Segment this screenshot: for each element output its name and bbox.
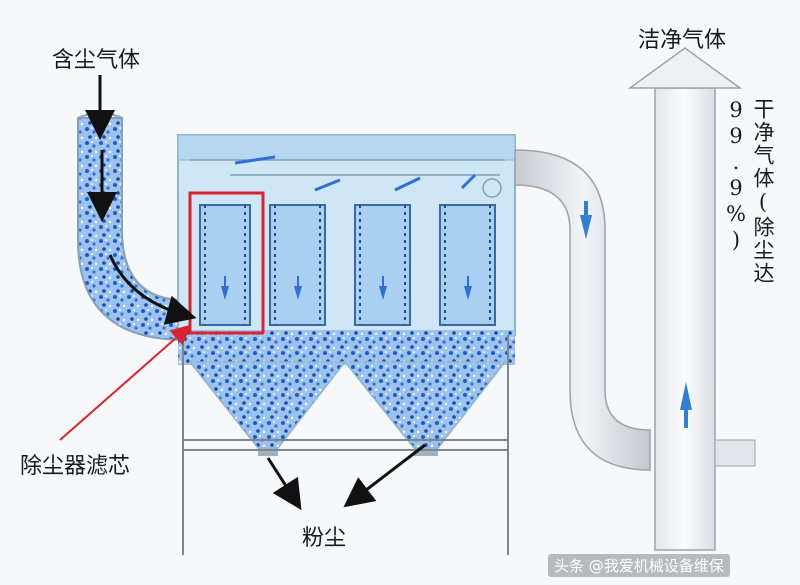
watermark: 头条 @我爱机械设备维保 bbox=[548, 554, 730, 577]
flow-arrows bbox=[85, 75, 426, 511]
filter-cartridge-label: 除尘器滤芯 bbox=[20, 454, 131, 479]
dusty-gas-label: 含尘气体 bbox=[52, 48, 141, 73]
dry-clean-gas-label: 干净气体(除尘达 99.9%) bbox=[724, 98, 775, 285]
filter-cartridges bbox=[199, 204, 496, 326]
exhaust-stack bbox=[627, 47, 756, 551]
clean-gas-label: 洁净气体 bbox=[638, 28, 727, 53]
highlighted-filter-box bbox=[188, 191, 265, 335]
filter-pointer-arrow bbox=[59, 324, 192, 441]
inlet-duct bbox=[77, 112, 186, 342]
collector-housing bbox=[177, 134, 516, 555]
outlet-duct bbox=[514, 149, 651, 471]
dust-label: 粉尘 bbox=[302, 526, 347, 551]
